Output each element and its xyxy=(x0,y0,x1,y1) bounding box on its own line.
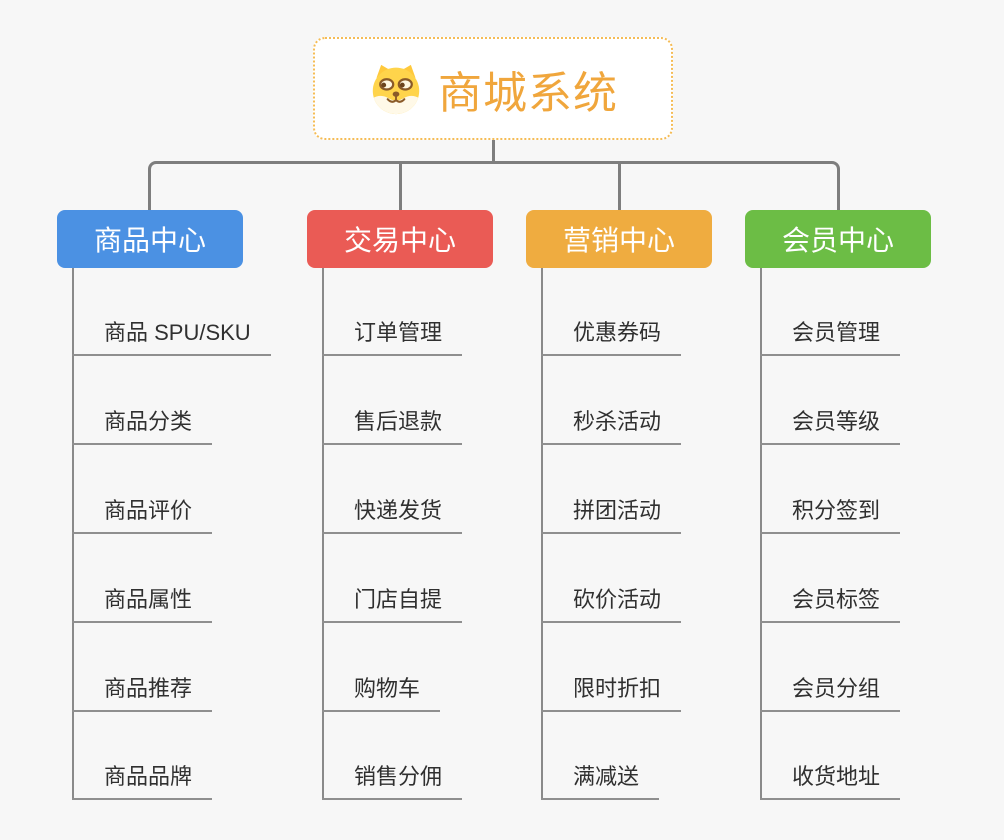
leaf-item[interactable]: 商品 SPU/SKU xyxy=(72,318,271,356)
branch-node-marketing[interactable]: 营销中心 xyxy=(526,210,712,268)
leaf-item[interactable]: 会员管理 xyxy=(760,318,901,356)
leaf-item[interactable]: 门店自提 xyxy=(322,585,463,623)
branch-spine xyxy=(541,268,543,800)
leaf-item[interactable]: 限时折扣 xyxy=(541,674,682,712)
connector-drop-branch-2 xyxy=(399,163,402,210)
branch-label: 交易中心 xyxy=(343,225,456,256)
leaf-item[interactable]: 销售分佣 xyxy=(322,762,463,800)
branch-node-members[interactable]: 会员中心 xyxy=(745,210,931,268)
connector-drop-branch-3 xyxy=(618,163,621,210)
dog-face-icon xyxy=(368,63,424,115)
leaf-item[interactable]: 积分签到 xyxy=(760,496,901,534)
branch-node-products[interactable]: 商品中心 xyxy=(57,210,243,268)
leaf-item[interactable]: 商品属性 xyxy=(72,585,213,623)
root-node[interactable]: 商城系统 xyxy=(313,37,673,140)
leaf-item[interactable]: 商品分类 xyxy=(72,407,213,445)
leaf-item[interactable]: 商品品牌 xyxy=(72,762,213,800)
connector-bracket xyxy=(148,161,840,210)
leaf-item[interactable]: 会员标签 xyxy=(760,585,901,623)
leaf-item[interactable]: 会员等级 xyxy=(760,407,901,445)
leaf-item[interactable]: 会员分组 xyxy=(760,674,901,712)
branch-spine xyxy=(322,268,324,800)
branch-spine xyxy=(72,268,74,800)
leaf-item[interactable]: 满减送 xyxy=(541,762,660,800)
leaf-item[interactable]: 收货地址 xyxy=(760,762,901,800)
branch-node-trade[interactable]: 交易中心 xyxy=(307,210,493,268)
leaf-item[interactable]: 砍价活动 xyxy=(541,585,682,623)
branch-label: 会员中心 xyxy=(781,225,894,256)
leaf-item[interactable]: 订单管理 xyxy=(322,318,463,356)
leaf-item[interactable]: 秒杀活动 xyxy=(541,407,682,445)
leaf-item[interactable]: 快递发货 xyxy=(322,496,463,534)
leaf-item[interactable]: 优惠券码 xyxy=(541,318,682,356)
branch-label: 营销中心 xyxy=(562,225,675,256)
leaf-item[interactable]: 拼团活动 xyxy=(541,496,682,534)
root-title: 商城系统 xyxy=(438,68,618,118)
leaf-item[interactable]: 购物车 xyxy=(322,674,441,712)
leaf-item[interactable]: 商品评价 xyxy=(72,496,213,534)
connector-root-stem xyxy=(492,139,495,164)
leaf-item[interactable]: 商品推荐 xyxy=(72,674,213,712)
branch-label: 商品中心 xyxy=(93,225,206,256)
leaf-item[interactable]: 售后退款 xyxy=(322,407,463,445)
branch-spine xyxy=(760,268,762,800)
